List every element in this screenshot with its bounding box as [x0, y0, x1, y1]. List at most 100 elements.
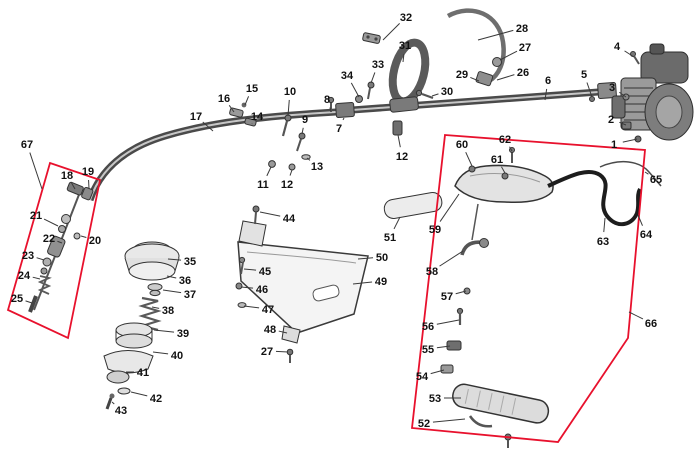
throttle-handle-group-outline: [411, 134, 646, 443]
part-label-42: 42: [150, 393, 162, 405]
leader-line-20: [80, 235, 87, 239]
leader-line-7: [342, 117, 345, 121]
leader-line-47: [243, 305, 260, 309]
leader-line-22: [57, 240, 63, 244]
handle-mount: [389, 96, 419, 113]
part-label-37: 37: [184, 289, 196, 301]
part-label-2: 2: [608, 114, 614, 126]
part-label-49: 49: [375, 276, 387, 288]
part-label-41: 41: [137, 367, 149, 379]
part-label-32: 32: [400, 12, 412, 24]
leader-line-52: [432, 418, 466, 423]
part-label-47: 47: [262, 304, 274, 316]
part-label-7: 7: [336, 123, 342, 135]
part-label-12: 12: [396, 151, 408, 163]
leader-line-63: [603, 217, 606, 233]
leader-line-60: [465, 151, 473, 167]
part-label-29: 29: [456, 69, 468, 81]
part-label-30: 30: [441, 86, 453, 98]
leader-line-64: [637, 214, 643, 226]
part-label-23: 23: [22, 250, 34, 262]
part-label-53: 53: [429, 393, 441, 405]
part-label-12: 12: [281, 179, 293, 191]
gear-shaft-group-outline: [6, 161, 102, 340]
part-label-15: 15: [246, 83, 258, 95]
line-spool: [115, 333, 153, 349]
leader-line-15: [244, 96, 250, 106]
stop-switch-wire: [599, 160, 662, 187]
part-label-52: 52: [418, 418, 430, 430]
engine-fasteners: [589, 51, 642, 143]
leader-line-43: [111, 401, 115, 405]
part-label-31: 31: [399, 40, 411, 52]
leader-line-18: [71, 182, 76, 190]
hanger-bracket: [362, 32, 381, 44]
loop-handle: [388, 38, 430, 113]
part-label-19: 19: [82, 166, 94, 178]
part-label-16: 16: [218, 93, 230, 105]
leader-line-39: [153, 329, 175, 333]
leader-line-31: [402, 53, 405, 63]
part-label-62: 62: [499, 134, 511, 146]
part-label-56: 56: [422, 321, 434, 333]
leader-line-59: [439, 193, 460, 222]
blade-bracket: [281, 325, 301, 344]
leader-line-51: [393, 216, 401, 230]
throttle-assembly: [440, 147, 662, 448]
fuel-cap: [649, 43, 665, 55]
leader-line-32: [382, 23, 400, 41]
part-label-55: 55: [422, 344, 434, 356]
part-label-67: 67: [21, 139, 33, 151]
leader-line-58: [439, 250, 464, 267]
part-label-14: 14: [251, 111, 264, 123]
part-label-48: 48: [264, 324, 276, 336]
leader-line-9: [301, 127, 304, 135]
leader-line-66: [628, 311, 644, 320]
leader-line-5: [586, 82, 593, 98]
leader-line-50: [357, 257, 374, 260]
guard-slot: [312, 284, 340, 302]
leader-line-48: [278, 330, 288, 334]
part-label-63: 63: [597, 236, 609, 248]
leader-line-42: [130, 391, 148, 397]
leader-line-25: [25, 300, 33, 304]
hook-ring: [492, 57, 502, 67]
part-label-45: 45: [259, 266, 271, 278]
part-label-27: 27: [261, 346, 273, 358]
leader-line-65: [644, 171, 649, 175]
leader-line-8: [329, 107, 332, 112]
part-label-4: 4: [614, 41, 621, 53]
part-label-11: 11: [257, 179, 269, 191]
part-label-17: 17: [190, 111, 202, 123]
leader-line-67: [29, 152, 43, 190]
throttle-cable: [547, 169, 642, 227]
leader-line-29: [470, 76, 480, 82]
leader-line-12: [289, 169, 293, 176]
part-label-35: 35: [184, 256, 196, 268]
part-label-46: 46: [256, 284, 268, 296]
part-label-44: 44: [283, 213, 296, 225]
part-label-8: 8: [324, 94, 330, 106]
leader-line-17: [202, 121, 214, 132]
leader-line-6: [544, 88, 548, 101]
part-label-50: 50: [376, 252, 388, 264]
leader-line-21: [43, 218, 59, 227]
leader-line-23: [36, 257, 45, 261]
part-label-58: 58: [426, 266, 438, 278]
part-label-59: 59: [429, 224, 441, 236]
leader-line-12: [397, 134, 401, 148]
leader-line-16: [228, 105, 235, 113]
engine-assembly: [611, 43, 694, 141]
leader-line-27: [499, 50, 518, 61]
leader-line-27: [275, 350, 289, 353]
leader-line-38: [151, 306, 160, 309]
hook-clip: [475, 71, 494, 87]
part-label-61: 61: [491, 154, 503, 166]
part-label-65: 65: [650, 174, 662, 186]
shaft-clamp-parts: [229, 96, 335, 171]
leader-line-44: [259, 211, 281, 217]
part-label-13: 13: [311, 161, 323, 173]
leader-line-37: [162, 289, 182, 294]
leader-line-35: [167, 258, 182, 261]
